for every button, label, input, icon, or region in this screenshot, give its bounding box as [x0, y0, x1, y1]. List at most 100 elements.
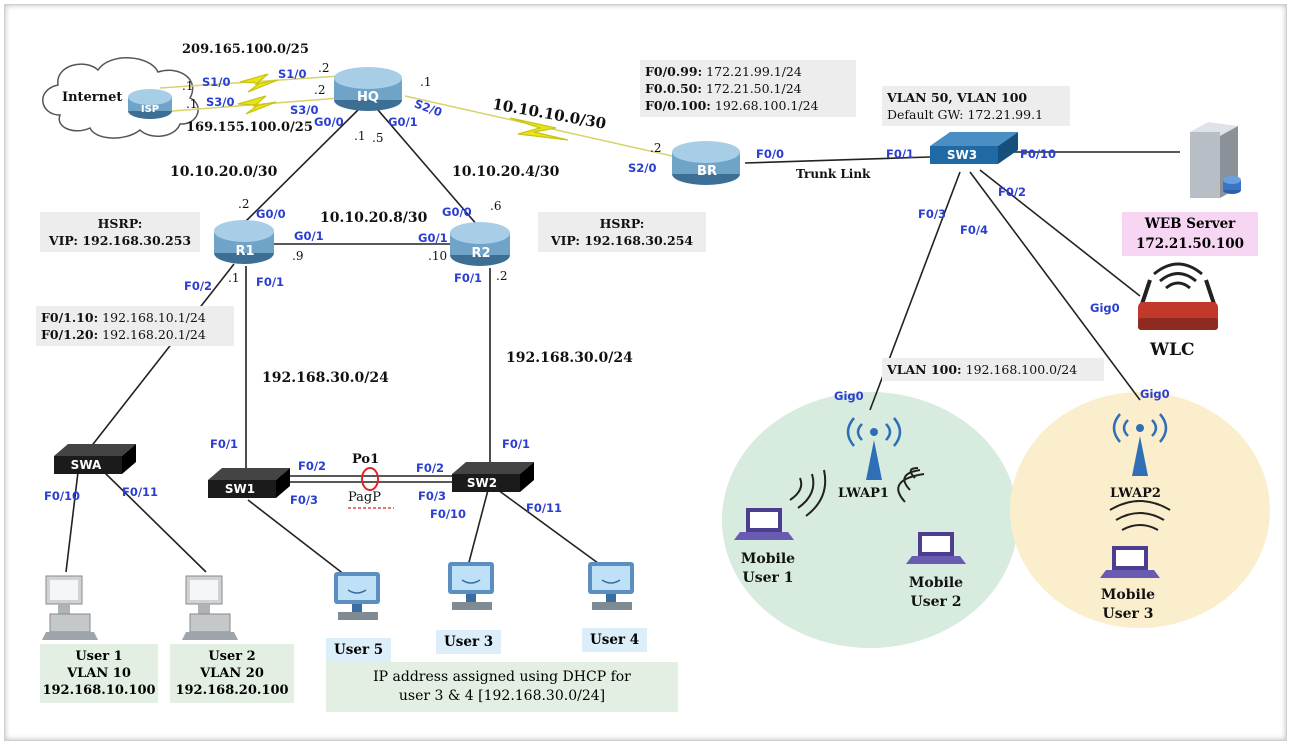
link-swa-user2	[103, 471, 207, 573]
router-r2-icon	[450, 222, 510, 266]
if-sw2-f01: F0/1	[502, 437, 531, 451]
if-sw2-f02: F0/2	[416, 461, 445, 475]
br-subinterfaces-box: F0/0.99: 172.21.99.1/24 F0.0.50: 172.21.…	[640, 60, 856, 117]
hostid-hq-g00: .1	[354, 129, 366, 143]
pagp-label: PagP	[348, 490, 381, 505]
pc-user4-icon	[588, 562, 634, 610]
if-isp-s30: S3/0	[206, 95, 235, 109]
if-r1-g01: G0/1	[294, 229, 324, 243]
lwap2-coverage-zone	[1010, 392, 1270, 628]
if-sw3-f010: F0/10	[1020, 147, 1057, 161]
sw2-label: SW2	[466, 476, 498, 490]
if-sw1-f03: F0/3	[290, 493, 319, 507]
if-sw3-f01: F0/1	[886, 147, 915, 161]
hostid-hq-g01: .5	[372, 131, 384, 145]
if-sw1-f02: F0/2	[298, 459, 327, 473]
laptop-mobile-user2-icon	[906, 532, 966, 564]
pc-user3-icon	[448, 562, 494, 610]
network-isp-hq-1: 209.165.100.0/25	[182, 42, 309, 57]
isp-label: ISP	[140, 104, 160, 115]
if-r1-f02: F0/2	[184, 279, 213, 293]
hostid-r2-g00: .6	[490, 199, 502, 213]
if-swa-f010: F0/10	[44, 489, 81, 503]
internet-label: Internet	[62, 90, 123, 105]
hsrp-r2-box: HSRP: VIP: 192.168.30.254	[538, 212, 706, 252]
switch-sw1-icon	[208, 468, 290, 498]
web-server-icon	[1190, 122, 1241, 198]
hostid-r1-g00: .2	[238, 197, 250, 211]
link-sw3-lwap2	[969, 171, 1141, 401]
laptop-mobile-user1-icon	[734, 508, 794, 540]
hostid-r1-g01: .9	[292, 249, 304, 263]
hostid-isp-s3: .1	[186, 97, 198, 111]
wlc-label: WLC	[1150, 340, 1195, 360]
network-hq-r1: 10.10.20.0/30	[170, 164, 278, 180]
pc-user5-icon	[334, 572, 380, 620]
if-swa-f011: F0/11	[122, 485, 159, 499]
r1-label: R1	[235, 244, 255, 259]
router-isp-icon	[128, 89, 172, 119]
sw3-info-box: VLAN 50, VLAN 100 Default GW: 172.21.99.…	[882, 86, 1070, 126]
hsrp-r1-box: HSRP: VIP: 192.168.30.253	[40, 212, 200, 252]
lwap1-label: LWAP1	[838, 486, 889, 501]
hostid-r2-f01: .2	[496, 269, 508, 283]
pc-user1-icon	[42, 575, 98, 640]
pc-user2-icon	[182, 575, 238, 640]
if-sw2-f010: F0/10	[430, 507, 467, 521]
if-hq-s10: S1/0	[278, 67, 307, 81]
web-server-box: WEB Server 172.21.50.100	[1122, 212, 1258, 256]
hostid-r2-g01: .10	[428, 249, 448, 263]
if-r2-g01: G0/1	[418, 231, 448, 245]
if-sw3-f03: F0/3	[918, 207, 947, 221]
router-hq-icon	[334, 67, 402, 111]
br-sub-row: F0/0.99: 172.21.99.1/24	[645, 64, 802, 79]
if-r2-g00: G0/0	[442, 205, 472, 219]
if-br-s20: S2/0	[628, 161, 657, 175]
hostid-r1-f02: .1	[228, 271, 240, 285]
lwap1-coverage-zone	[722, 392, 1018, 648]
lwap2-label: LWAP2	[1110, 486, 1161, 501]
link-sw3-wlc	[979, 169, 1141, 297]
po1-label: Po1	[352, 452, 380, 467]
sw3-label: SW3	[946, 148, 978, 162]
br-sub-row: F0.0.50: 172.21.50.1/24	[645, 81, 802, 96]
switch-sw2-icon	[452, 462, 534, 492]
if-hq-s30: S3/0	[290, 103, 319, 117]
link-sw2-user4	[497, 489, 603, 567]
if-r2-f01: F0/1	[454, 271, 483, 285]
sw1-label: SW1	[224, 482, 256, 496]
if-wlc-gig0: Gig0	[1090, 301, 1120, 315]
network-r2-lan: 192.168.30.0/24	[506, 350, 633, 366]
network-r1-lan: 192.168.30.0/24	[262, 370, 389, 386]
serial-links	[159, 73, 691, 161]
link-br-sw3	[744, 156, 931, 164]
serial-bolt-2	[237, 95, 277, 115]
link-swa-user1	[65, 471, 79, 573]
br-label: BR	[697, 164, 717, 179]
if-lwap2-gig0: Gig0	[1140, 387, 1170, 401]
router-r1-icon	[214, 220, 274, 264]
dhcp-note-box: IP address assigned using DHCP for user …	[326, 662, 678, 712]
r2-label: R2	[471, 246, 491, 261]
if-isp-s10: S1/0	[202, 75, 231, 89]
po1-ring-icon	[361, 467, 379, 491]
link-sw1-user5	[247, 499, 346, 576]
if-br-f00: F0/0	[756, 147, 785, 161]
hostid-hq-s20: .1	[420, 75, 432, 89]
wlc-icon	[1138, 262, 1218, 330]
if-hq-g00: G0/0	[314, 115, 344, 129]
r1-subinterfaces-box: F0/1.10: 192.168.10.1/24 F0/1.20: 192.16…	[36, 306, 234, 346]
links	[65, 109, 1180, 576]
trunk-link-label: Trunk Link	[796, 167, 871, 181]
user4-label: User 4	[582, 628, 648, 652]
hostid-hq-s3: .2	[314, 83, 326, 97]
serial-bolt-hq-br	[509, 117, 569, 141]
swa-label: SWA	[70, 458, 102, 472]
link-hq-r1	[244, 109, 359, 223]
